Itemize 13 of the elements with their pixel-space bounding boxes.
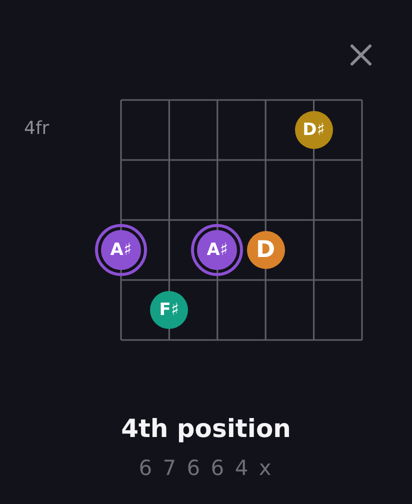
- note-marker: [294, 111, 333, 149]
- chord-title: 4th position: [121, 413, 291, 445]
- fret-number: 4fr: [24, 118, 50, 140]
- note-marker: [246, 231, 285, 269]
- note-name: F♯: [159, 302, 180, 318]
- root-note-marker: [191, 224, 244, 276]
- root-note-marker: [95, 224, 147, 276]
- fret-numbers-text: 6 7 6 6 4 x: [138, 455, 274, 481]
- note-name: A♯: [110, 242, 132, 258]
- note-name: A♯: [206, 242, 228, 258]
- note-marker: [150, 291, 188, 329]
- note-name: D: [256, 238, 276, 262]
- note-name: D♯: [302, 122, 325, 138]
